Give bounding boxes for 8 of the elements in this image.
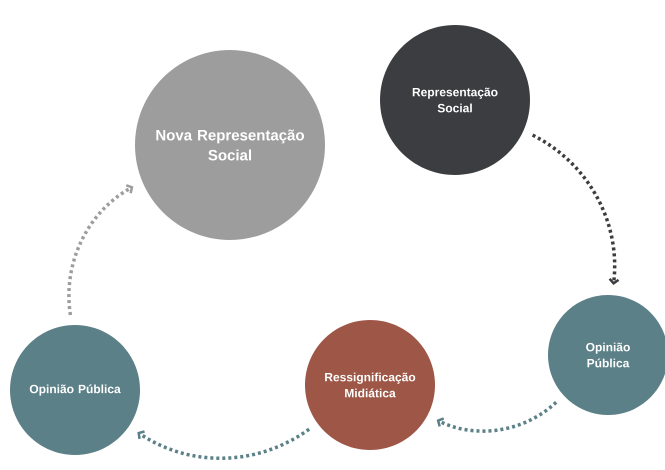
- arrow: [137, 428, 310, 460]
- arrow: [436, 400, 558, 433]
- arrow: [532, 134, 620, 285]
- circle-node: Nova Representação Social: [135, 50, 325, 240]
- arrow: [67, 184, 134, 316]
- circle-node: Opinião Pública: [10, 324, 140, 455]
- circle-node: Representação Social: [380, 25, 530, 175]
- circle-node: Ressignificação Midiática: [305, 320, 435, 450]
